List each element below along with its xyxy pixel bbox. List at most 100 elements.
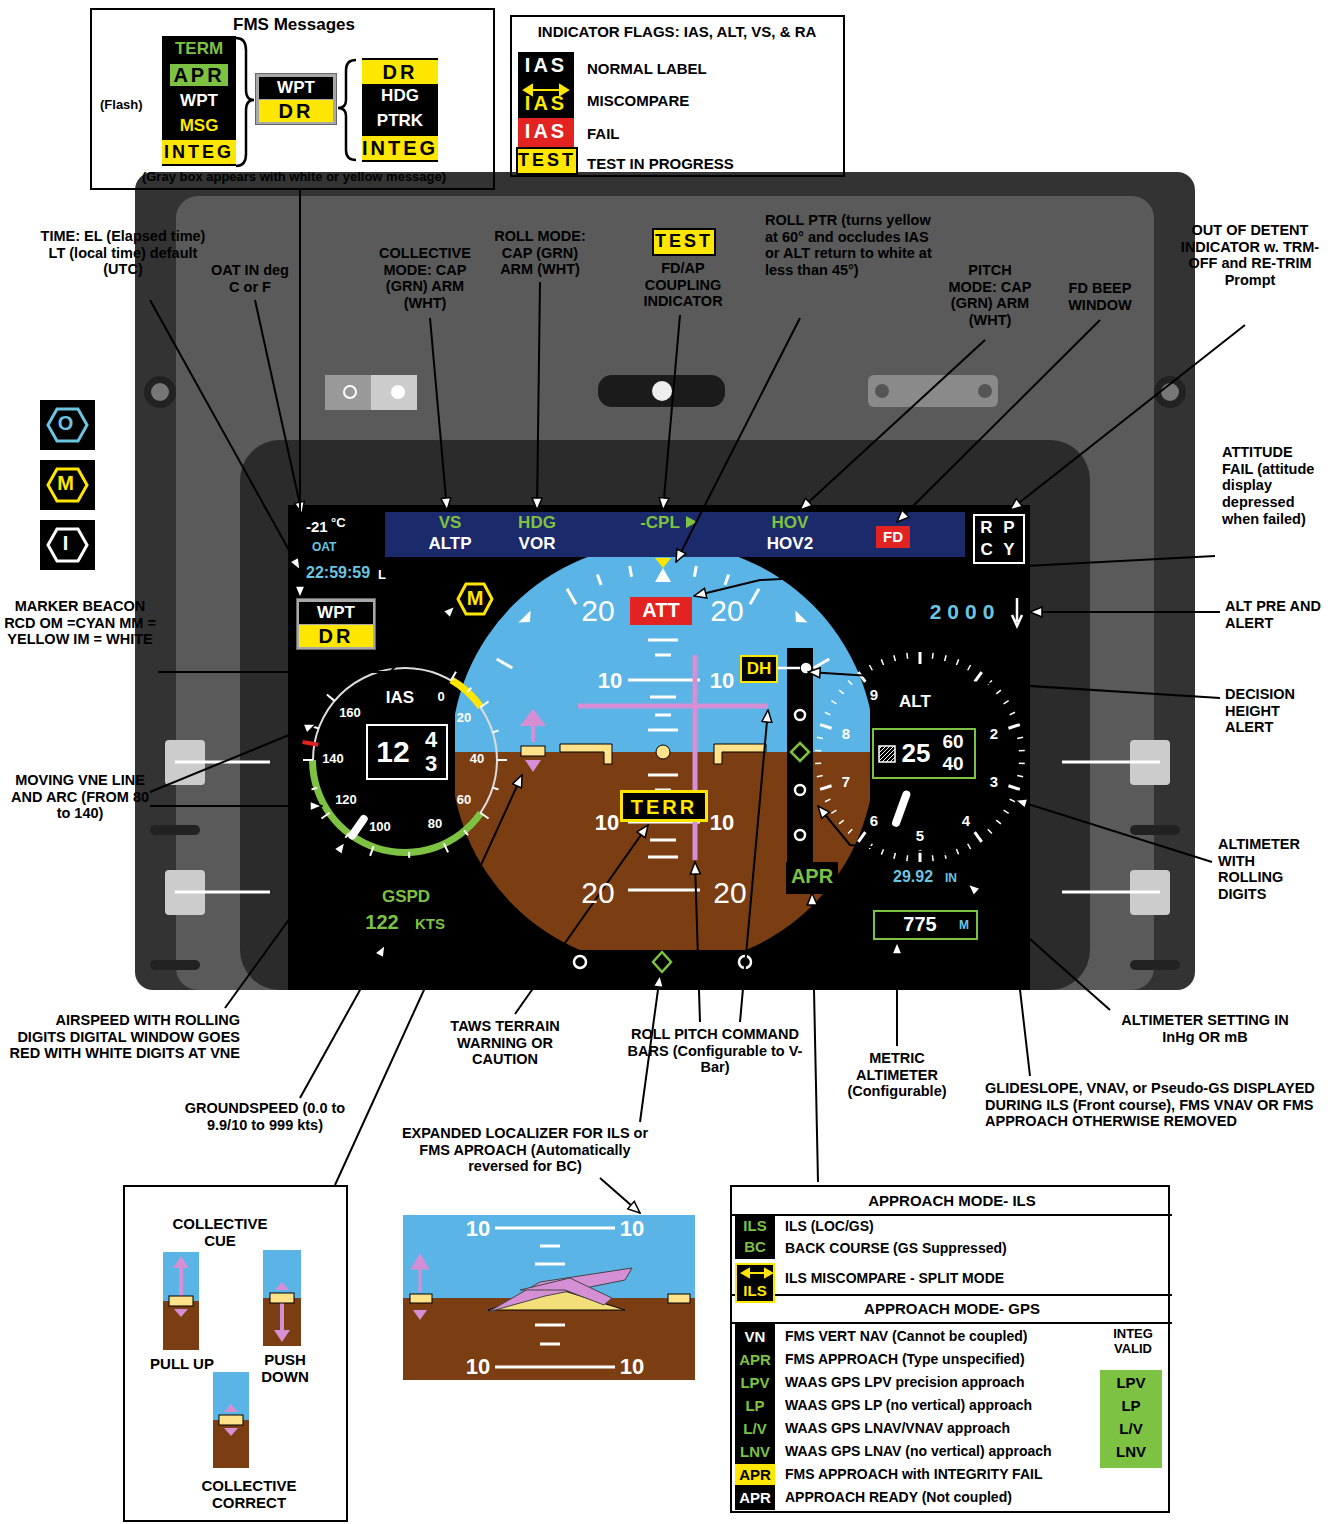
bezel (875, 384, 889, 398)
node-text: BACK COURSE (GS Suppressed) (785, 1240, 1095, 1256)
leader-line (1015, 800, 1212, 862)
dh-alert: DH (740, 655, 778, 683)
node-text: WAAS GPS LPV precision approach (785, 1374, 1095, 1390)
altimeter-dial (1017, 737, 1023, 738)
localizer-inset (488, 1268, 632, 1312)
node-text: WPT (259, 77, 333, 99)
leader-line (968, 884, 1110, 1010)
roll-scale (725, 575, 729, 585)
airspeed-dial (467, 688, 471, 692)
display-text: 8 (836, 725, 856, 742)
display-text: 10 (706, 810, 738, 835)
callout-label: TAWS TERRAIN WARNING OR CAUTION (439, 1018, 571, 1068)
roll-scale (597, 575, 601, 585)
node-text: ILS (737, 1282, 773, 1299)
flag-fail: IAS (518, 118, 574, 149)
altitude-readout: 256040 (872, 728, 976, 779)
glideslope-scale (778, 664, 810, 840)
display-text: 5 (910, 827, 930, 844)
callout-label: OAT IN deg C or F (204, 262, 296, 295)
leader-line (800, 340, 985, 510)
display-text: VS (420, 513, 480, 533)
bezel (135, 172, 1195, 990)
glideslope-scale (778, 667, 800, 670)
localizer-inset (403, 1215, 695, 1380)
airspeed-dial (493, 731, 499, 733)
node-text: R P (975, 518, 1023, 538)
bezel (598, 375, 725, 407)
bezel (1130, 825, 1180, 835)
bezel (1161, 383, 1179, 401)
node-text: LP (735, 1395, 775, 1416)
attitude-indicator (455, 540, 870, 972)
callout-label: FD BEEP WINDOW (1057, 280, 1143, 313)
node-text: WAAS GPS LNAV/VNAV approach (785, 1420, 1095, 1436)
callout-label: DECISION HEIGHT ALERT (1225, 686, 1325, 736)
display-text: 160 (335, 706, 365, 721)
node-text: 25 (896, 739, 936, 769)
leader-line (150, 724, 316, 792)
aircraft-symbol (656, 745, 670, 759)
collective-cue (521, 712, 545, 772)
node-text: LPV (735, 1372, 775, 1393)
marker-icon: I (40, 520, 95, 570)
decoration (732, 1215, 1172, 1323)
altimeter-dial (839, 820, 844, 824)
message-box: WPTDR (296, 598, 376, 650)
leader-line (740, 710, 768, 1022)
altimeter-dial (956, 849, 958, 855)
attitude-fail-flag: ATT (630, 597, 692, 625)
mode-code: VNAPRLPVLPL/VLNVAPRAPR (735, 1324, 775, 1510)
display-text: 10 (706, 668, 738, 693)
node-text: 60 (933, 731, 973, 753)
localizer-scale (653, 952, 671, 972)
leader-line (300, 945, 385, 1098)
node-text: 12 (370, 735, 416, 770)
altimeter-dial (1008, 725, 1019, 729)
display-text: 2 (984, 725, 1004, 742)
mode-code: ILSBC (735, 1215, 775, 1259)
altimeter-dial (825, 712, 830, 715)
approach-table: APPROACH MODE- ILSILS (LOC/GS)BACK COURS… (730, 1185, 1170, 1513)
bezel (144, 376, 176, 408)
roll-scale (795, 610, 807, 622)
node-text: (Flash) (100, 98, 170, 113)
node-text: I (40, 532, 95, 555)
collective-cue-pictures (263, 1250, 301, 1346)
node-text: LP (1100, 1395, 1162, 1416)
display-text: HOV (760, 513, 820, 533)
message-panel: FMS Messages(Flash)(Gray box appears wit… (90, 8, 495, 190)
bezel (652, 381, 672, 401)
bezel (978, 384, 992, 398)
node-text: FMS Messages (94, 15, 494, 35)
metric-altitude: 775M (873, 910, 978, 940)
bezel (175, 891, 270, 894)
node-text: APPROACH READY (Not coupled) (785, 1489, 1095, 1505)
leader-line (335, 775, 522, 1185)
display-text: 20 (708, 876, 752, 911)
node-text: ILS (735, 1217, 775, 1234)
leader-line (896, 942, 898, 1046)
leader-line (1010, 325, 1245, 510)
altimeter-dial (894, 853, 895, 859)
leader-line (897, 320, 1100, 522)
collective-cue-pictures (219, 1415, 243, 1425)
airspeed-dial (480, 701, 488, 707)
bezel (135, 172, 1195, 990)
roll-scale (814, 659, 830, 668)
node-text: WPT (299, 602, 373, 624)
altimeter-dial (906, 653, 908, 659)
message-column: DRHDGPTRKINTEG (362, 58, 438, 162)
altimeter-dial (1004, 810, 1009, 813)
display-text: 20 (576, 594, 620, 629)
localizer-inset (540, 1343, 560, 1346)
mode-code: ILS (735, 1263, 775, 1303)
localizer-scale (574, 952, 751, 972)
airspeed-dial (450, 677, 484, 709)
command-bars (693, 655, 698, 860)
pitch-ladder (655, 654, 671, 657)
collective-cue-pictures (174, 1309, 188, 1317)
display-text: KTS (410, 915, 450, 932)
display-text: HOV2 (760, 534, 820, 554)
callout-label: COLLECTIVE MODE: CAP (GRN) ARM (WHT) (373, 245, 477, 312)
